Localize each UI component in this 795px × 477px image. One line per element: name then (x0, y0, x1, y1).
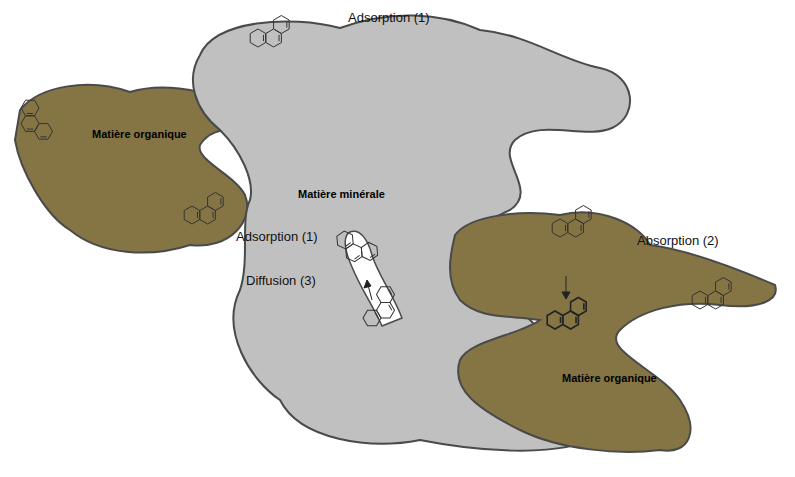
region-name: Matière organique (562, 372, 657, 384)
blob-outline (440, 200, 785, 462)
region-name: Matière organique (92, 128, 187, 140)
region-name: Matière minérale (298, 188, 385, 200)
organic-matter: Matière organique (440, 200, 785, 462)
process-label: Adsorption (1) (348, 10, 430, 25)
process-label: Diffusion (3) (246, 273, 316, 288)
process-label: Absorption (2) (637, 233, 719, 248)
process-label: Adsorption (1) (236, 229, 318, 244)
